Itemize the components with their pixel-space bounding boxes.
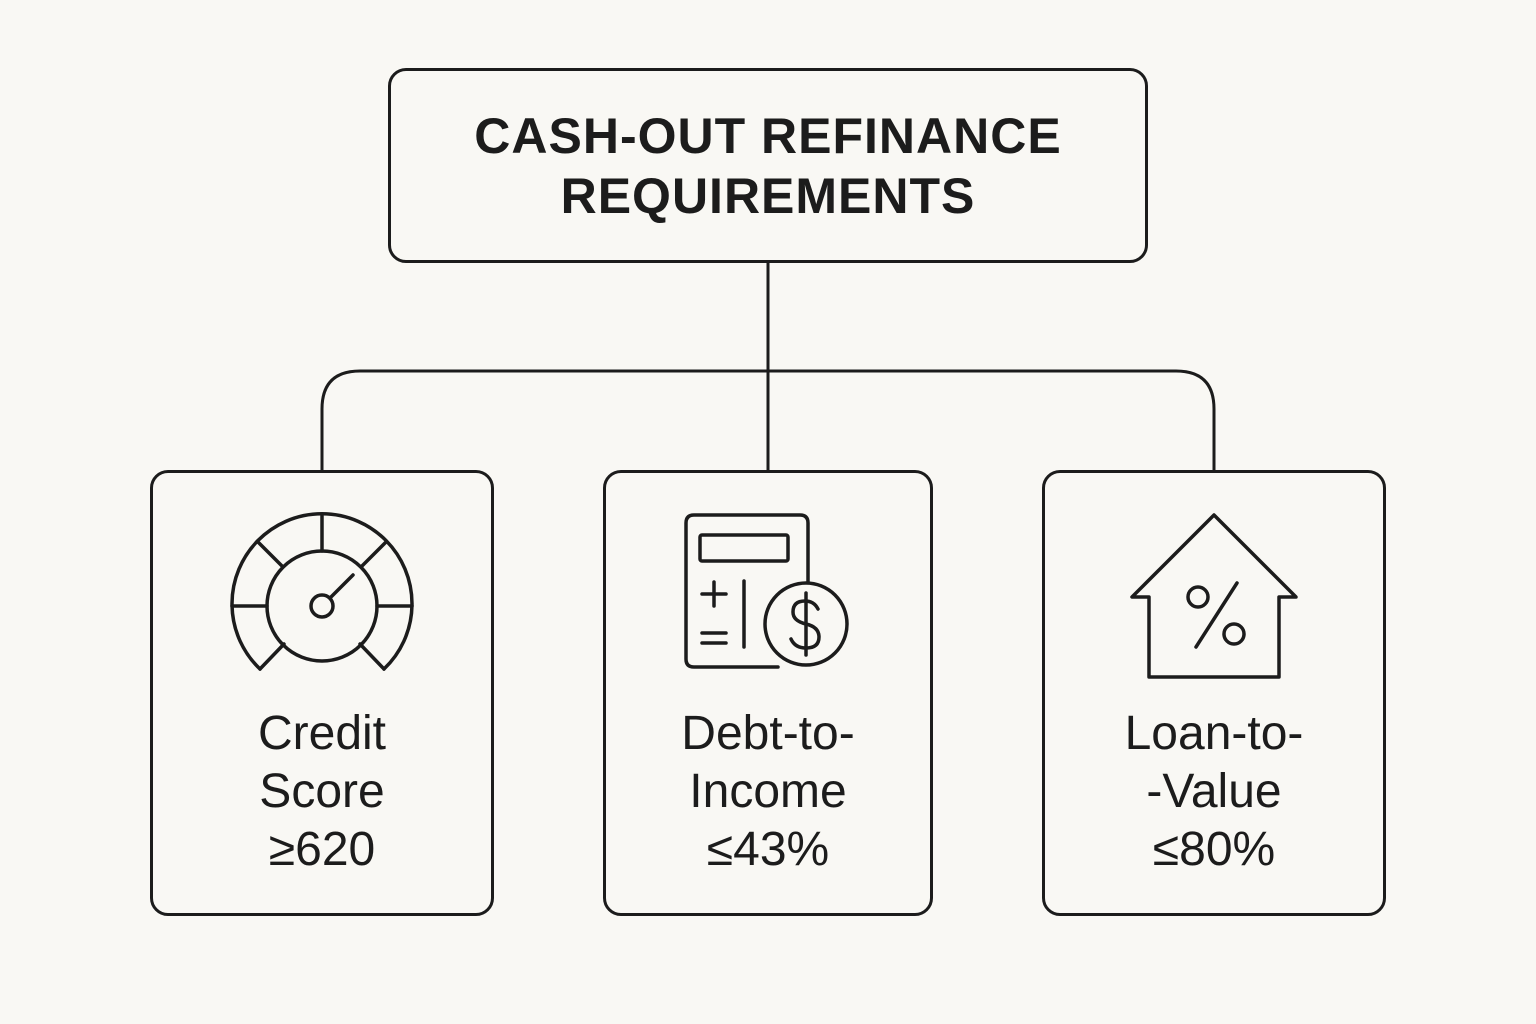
loan-to-value-line-1: Loan-to- (1124, 707, 1304, 760)
credit-score-line-2: Score (259, 765, 385, 818)
credit-score-threshold: ≥620 (268, 823, 376, 876)
title-line-1: CASH-OUT REFINANCE (474, 107, 1062, 164)
loan-to-value-card: Loan-to- -Value ≤80% (1042, 470, 1386, 916)
debt-to-income-label: Debt-to- Income ≤43% (606, 705, 930, 879)
debt-to-income-line-1: Debt-to- (681, 707, 855, 760)
calculator-dollar-icon (684, 513, 849, 669)
credit-score-line-1: Credit (257, 707, 387, 760)
credit-score-label: Credit Score ≥620 (153, 705, 491, 879)
right-branch-connector (766, 369, 1216, 472)
debt-to-income-threshold: ≤43% (706, 823, 830, 876)
loan-to-value-line-2: -Value (1146, 765, 1282, 818)
loan-to-value-label: Loan-to- -Value ≤80% (1045, 705, 1383, 879)
loan-to-value-threshold: ≤80% (1152, 823, 1276, 876)
title-box: CASH-OUT REFINANCE REQUIREMENTS (388, 68, 1148, 263)
gauge-icon (230, 512, 414, 671)
house-percent-icon (1130, 513, 1298, 679)
left-branch-connector (320, 369, 770, 472)
title-line-2: REQUIREMENTS (560, 167, 976, 224)
debt-to-income-line-2: Income (689, 765, 847, 818)
debt-to-income-card: Debt-to- Income ≤43% (603, 470, 933, 916)
credit-score-card: Credit Score ≥620 (150, 470, 494, 916)
